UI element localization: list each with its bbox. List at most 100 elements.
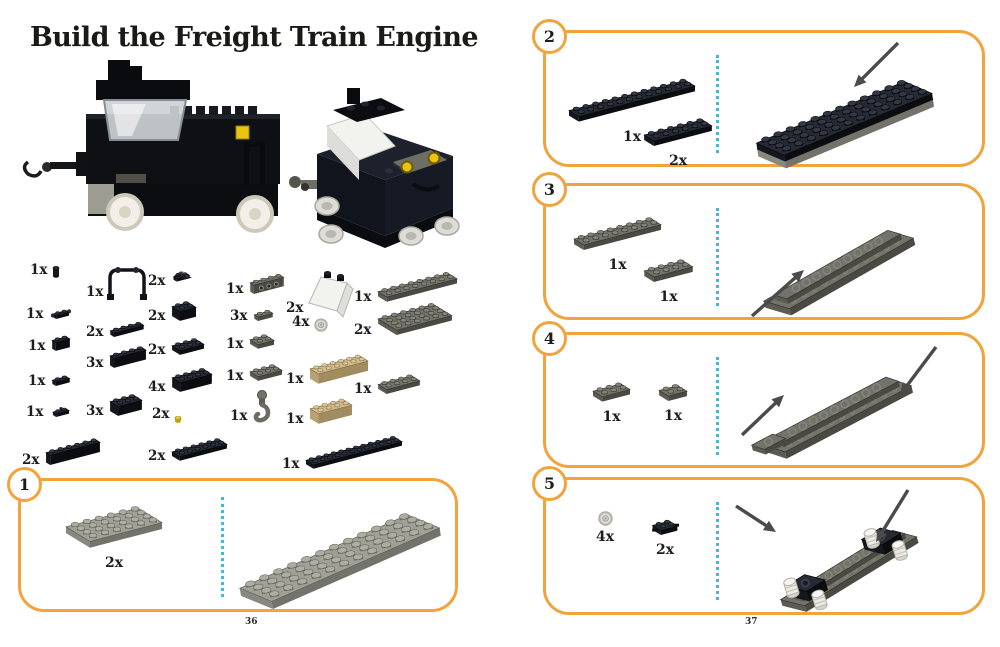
part-qty: 1x <box>28 372 46 389</box>
assembly-result-image <box>754 224 921 316</box>
part-item-brick-1x6-black: 2x <box>22 430 103 470</box>
round-plate-1x1-yellow-image <box>175 415 182 423</box>
part-item-technic-brick-1x4-dark-gray: 1x <box>226 266 287 299</box>
part-item-brick-2x2-black: 2x <box>148 293 199 326</box>
part-qty: 3x <box>230 307 248 324</box>
part-item-plate-2x6-black: 2x <box>148 430 230 466</box>
plate-4x6-dark-gray-image <box>377 303 454 335</box>
part-qty: 1x <box>622 129 642 145</box>
part-item-magnet-coupling-black: 1x <box>26 398 75 422</box>
dotted-divider <box>716 502 719 600</box>
part-qty: 1x <box>602 409 621 425</box>
plate-1x2-dark-gray-image <box>253 309 275 322</box>
part-qty: 3x <box>86 354 104 371</box>
step-part: 2x <box>641 109 715 168</box>
part-qty: 1x <box>286 410 304 427</box>
part-qty: 1x <box>86 283 104 300</box>
part-item-plate-2x4-dark-gray: 1x <box>354 366 423 399</box>
part-qty: 1x <box>659 289 678 305</box>
brick-2x4-tan-image <box>309 398 354 424</box>
part-qty: 4x <box>596 529 615 545</box>
part-item-plate-2x8-dark-gray: 1x <box>354 263 460 307</box>
step-part: 1x <box>571 208 664 272</box>
part-qty: 1x <box>230 407 248 424</box>
step-2-box: 2 1x 2x <box>532 19 985 169</box>
part-item-brick-2x3-black: 3x <box>86 386 145 421</box>
part-qty: 2x <box>22 451 40 468</box>
step-part: 1x <box>641 250 696 304</box>
part-qty: 1x <box>226 335 244 352</box>
brick-2x2-black-image <box>171 301 198 321</box>
round-brick-1x1-black-image <box>53 265 60 278</box>
brick-1x2-black-image <box>51 335 72 351</box>
part-qty: 1x <box>354 380 372 397</box>
train-engine-rear-view-image <box>289 88 460 248</box>
handrail-black-image <box>107 267 148 300</box>
part-item-plate-2x2-dark-gray: 1x <box>226 326 277 354</box>
part-qty: 4x <box>292 314 310 330</box>
part-item-plate-1x2-dark-gray: 3x <box>230 302 276 326</box>
part-qty: 1x <box>663 408 683 424</box>
step-part: 1x <box>590 373 633 424</box>
part-item-handrail-black: 1x <box>86 266 149 302</box>
part-qty: 1x <box>226 280 244 297</box>
assembly-result-image <box>754 510 941 619</box>
part-qty: 2x <box>668 153 688 169</box>
step-part-image <box>65 506 163 548</box>
step-part-image <box>651 519 680 535</box>
part-qty: 2x <box>148 307 166 324</box>
coupling-plate-black-image <box>51 309 72 319</box>
crane-hook-dark-gray-image <box>254 390 271 423</box>
part-item-plate-2x3-dark-gray: 1x <box>226 356 285 386</box>
step-part: 1x <box>656 375 690 423</box>
part-qty: 2x <box>148 272 166 289</box>
part-qty: 1x <box>286 370 304 387</box>
windscreen-white-image <box>308 271 355 318</box>
part-qty: 1x <box>26 403 44 420</box>
part-qty: 1x <box>28 337 46 354</box>
dotted-divider <box>716 208 719 306</box>
step-part-image <box>597 511 613 526</box>
plate-2x8-dark-gray-image <box>377 272 459 302</box>
step-part-image <box>568 78 696 122</box>
step-part: 2x <box>644 510 686 557</box>
part-item-coupling-plate-black: 1x <box>26 300 75 324</box>
step-part-image <box>592 382 631 402</box>
step-part-image <box>658 384 688 401</box>
part-qty: 1x <box>226 367 244 384</box>
part-item-brick-2x6-tan: 1x <box>286 346 371 389</box>
assembly-result-image <box>750 369 918 459</box>
part-qty: 2x <box>148 447 166 464</box>
part-item-train-wheel-light-gray: 4x <box>292 314 329 333</box>
plate-1x4-black-image <box>109 321 146 337</box>
page-number-right: 37 <box>745 617 758 627</box>
part-item-plate-4x6-dark-gray: 2x <box>354 294 455 340</box>
brick-1x6-black-image <box>45 438 102 465</box>
step-number-badge: 5 <box>532 466 567 501</box>
step-part-image <box>573 217 662 250</box>
brick-2x4-black-image <box>171 368 214 392</box>
part-qty: 2x <box>354 321 372 338</box>
assembly-result-image <box>233 511 446 610</box>
step-part-image <box>643 259 694 282</box>
step-part-image <box>643 118 713 146</box>
part-qty: 2x <box>286 299 304 316</box>
part-qty: 2x <box>148 341 166 358</box>
part-item-brick-1x4-black: 3x <box>86 338 149 373</box>
part-item-plate-2x12-black: 1x <box>282 428 405 474</box>
plate-2x3-black-image <box>171 338 206 355</box>
step-part: 1x <box>566 69 698 144</box>
assembly-result-image <box>751 75 938 169</box>
plate-2x12-black-image <box>305 436 404 469</box>
part-item-plate-1x2-black: 1x <box>28 368 73 391</box>
part-item-brick-1x2-black: 1x <box>28 328 73 356</box>
step-part: 4x <box>596 510 614 544</box>
step-number-badge: 2 <box>532 19 567 54</box>
brick-1x4-black-image <box>109 346 148 368</box>
brick-2x6-tan-image <box>309 354 370 384</box>
brick-2x3-black-image <box>109 394 144 416</box>
part-qty: 2x <box>152 406 170 422</box>
part-qty: 1x <box>282 455 300 472</box>
